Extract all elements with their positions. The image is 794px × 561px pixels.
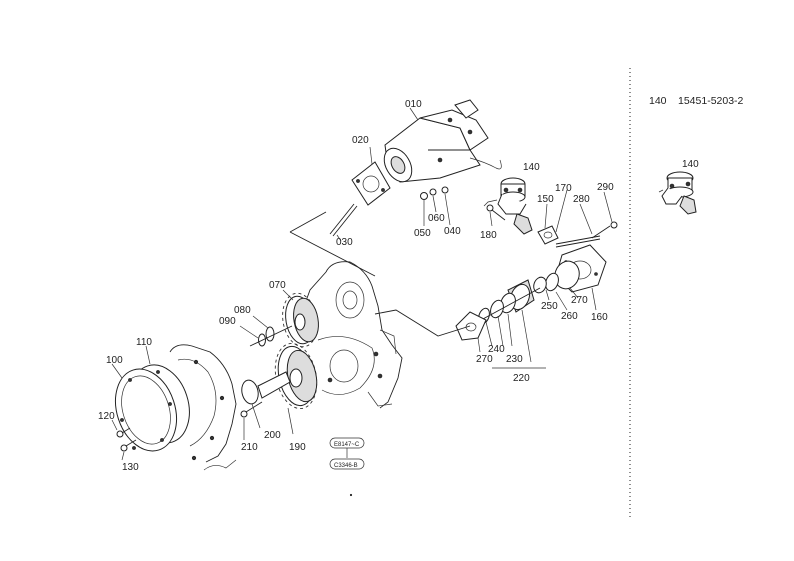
header-part-number: 15451-5203-2 <box>678 95 744 107</box>
callout-130: 130 <box>122 462 139 473</box>
thrust-plate-200 <box>241 371 291 405</box>
idler-gear-070 <box>282 292 319 348</box>
svg-text:C3346-B: C3346-B <box>334 463 358 469</box>
callout-040: 040 <box>444 226 461 237</box>
inset-fuel-pump <box>658 171 697 215</box>
callout-060: 060 <box>428 213 445 224</box>
stamp-bottom: C3346-B <box>329 458 365 470</box>
callout-230: 230 <box>506 354 523 365</box>
pump-shaft-170 <box>555 235 601 248</box>
callout-280: 280 <box>573 194 590 205</box>
bolt-120 <box>116 427 131 438</box>
callout-200: 200 <box>264 430 281 441</box>
callout-120: 120 <box>98 411 115 422</box>
svg-text:E8147~C: E8147~C <box>334 442 360 448</box>
pump-gasket-150 <box>537 225 559 245</box>
callout-190: 190 <box>289 442 306 453</box>
callout-100: 100 <box>106 355 123 366</box>
stamp-top: E8147~C <box>329 437 365 449</box>
callout-210: 210 <box>241 442 258 453</box>
callout-140: 140 <box>523 162 540 173</box>
callout-270-right: 270 <box>571 295 588 306</box>
callout-150: 150 <box>537 194 554 205</box>
callout-240: 240 <box>488 344 505 355</box>
callout-090: 090 <box>219 316 236 327</box>
starter-gasket-020 <box>351 161 391 206</box>
callout-010: 010 <box>405 99 422 110</box>
cover-plate-100 <box>115 368 177 452</box>
bearing-250 <box>533 276 547 294</box>
callout-270-left: 270 <box>476 354 493 365</box>
bushing-080-090 <box>249 325 293 347</box>
callout-250: 250 <box>541 301 558 312</box>
gasket-270-left <box>455 311 487 341</box>
cam-gear-190 <box>274 343 318 409</box>
callout-070: 070 <box>269 280 286 291</box>
callout-180: 180 <box>480 230 497 241</box>
pump-bolt-280-290 <box>591 221 618 239</box>
starter-washers-040-060 <box>420 186 451 226</box>
bolt-130 <box>120 439 137 452</box>
starter-bolt-030 <box>329 203 358 237</box>
header-index: 140 <box>649 95 667 107</box>
fuel-pump-140 <box>483 177 533 235</box>
seal-260 <box>545 272 559 292</box>
callout-050: 050 <box>414 228 431 239</box>
starter-motor <box>383 99 502 183</box>
bolt-210 <box>240 401 263 418</box>
callout-290: 290 <box>597 182 614 193</box>
callout-140-inset: 140 <box>682 159 699 170</box>
callout-260: 260 <box>561 311 578 322</box>
gearcase-housing <box>169 344 237 471</box>
callout-170: 170 <box>555 183 572 194</box>
callout-080: 080 <box>234 305 251 316</box>
callout-030: 030 <box>336 237 353 248</box>
callout-110: 110 <box>136 337 152 348</box>
callout-160: 160 <box>591 312 608 323</box>
callout-020: 020 <box>352 135 369 146</box>
callout-220: 220 <box>513 373 530 384</box>
gasket-270-right <box>554 260 580 290</box>
pump-bolt-180 <box>486 204 506 221</box>
